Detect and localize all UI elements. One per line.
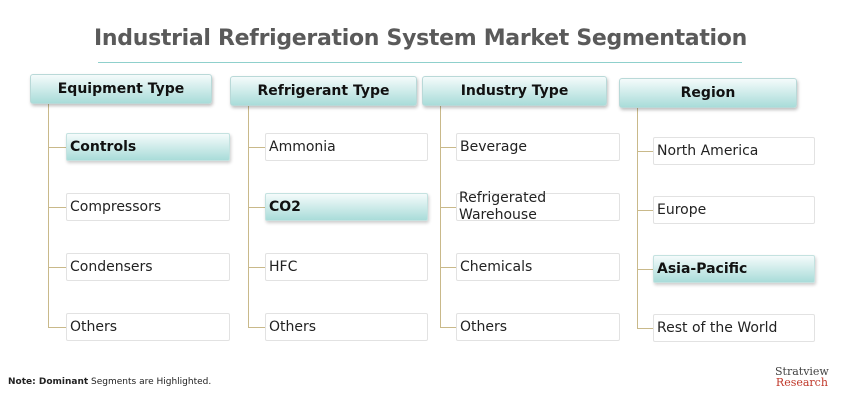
- connector-line: [248, 104, 249, 327]
- segment-item: Others: [456, 313, 620, 341]
- connector-line: [440, 267, 456, 268]
- connector-line: [637, 210, 653, 211]
- segment-item: Controls: [66, 133, 230, 161]
- connector-line: [440, 147, 456, 148]
- connector-line: [248, 327, 265, 328]
- segment-item: CO2: [265, 193, 428, 221]
- connector-line: [637, 328, 653, 329]
- segment-item: Europe: [653, 196, 815, 224]
- segment-item: Compressors: [66, 193, 230, 221]
- connector-line: [248, 147, 265, 148]
- note-text: Segments are Highlighted.: [88, 377, 212, 387]
- connector-line: [637, 106, 638, 328]
- column-header: Industry Type: [422, 76, 607, 106]
- connector-line: [48, 207, 66, 208]
- note-prefix: Note: Dominant: [8, 377, 89, 387]
- segment-item: Asia-Pacific: [653, 255, 815, 283]
- segment-item: Ammonia: [265, 133, 428, 161]
- segment-item: Rest of the World: [653, 314, 815, 342]
- connector-line: [48, 267, 66, 268]
- segment-item: Condensers: [66, 253, 230, 281]
- segment-item: Beverage: [456, 133, 620, 161]
- connector-line: [637, 151, 653, 152]
- connector-line: [248, 267, 265, 268]
- page-title: Industrial Refrigeration System Market S…: [94, 26, 747, 51]
- connector-line: [48, 102, 49, 327]
- column-header: Refrigerant Type: [230, 76, 417, 106]
- connector-line: [48, 327, 66, 328]
- connector-line: [637, 269, 653, 270]
- connector-line: [248, 207, 265, 208]
- logo-line2: Research: [775, 376, 828, 389]
- connector-line: [440, 327, 456, 328]
- segment-item: North America: [653, 137, 815, 165]
- column-header: Region: [619, 78, 797, 108]
- segment-item: Others: [66, 313, 230, 341]
- logo-line1: Stratview: [775, 365, 829, 378]
- connector-line: [48, 147, 66, 148]
- column-header: Equipment Type: [30, 74, 212, 104]
- segment-item: Refrigerated Warehouse: [459, 190, 547, 223]
- segment-item: HFC: [265, 253, 428, 281]
- title-underline: [98, 62, 742, 63]
- note: Note: Dominant Segments are Highlighted.: [8, 377, 211, 387]
- segment-item: Chemicals: [456, 253, 620, 281]
- segment-item: Others: [265, 313, 428, 341]
- segment-item-box: [456, 193, 620, 221]
- connector-line: [440, 104, 441, 327]
- connector-line: [440, 207, 456, 208]
